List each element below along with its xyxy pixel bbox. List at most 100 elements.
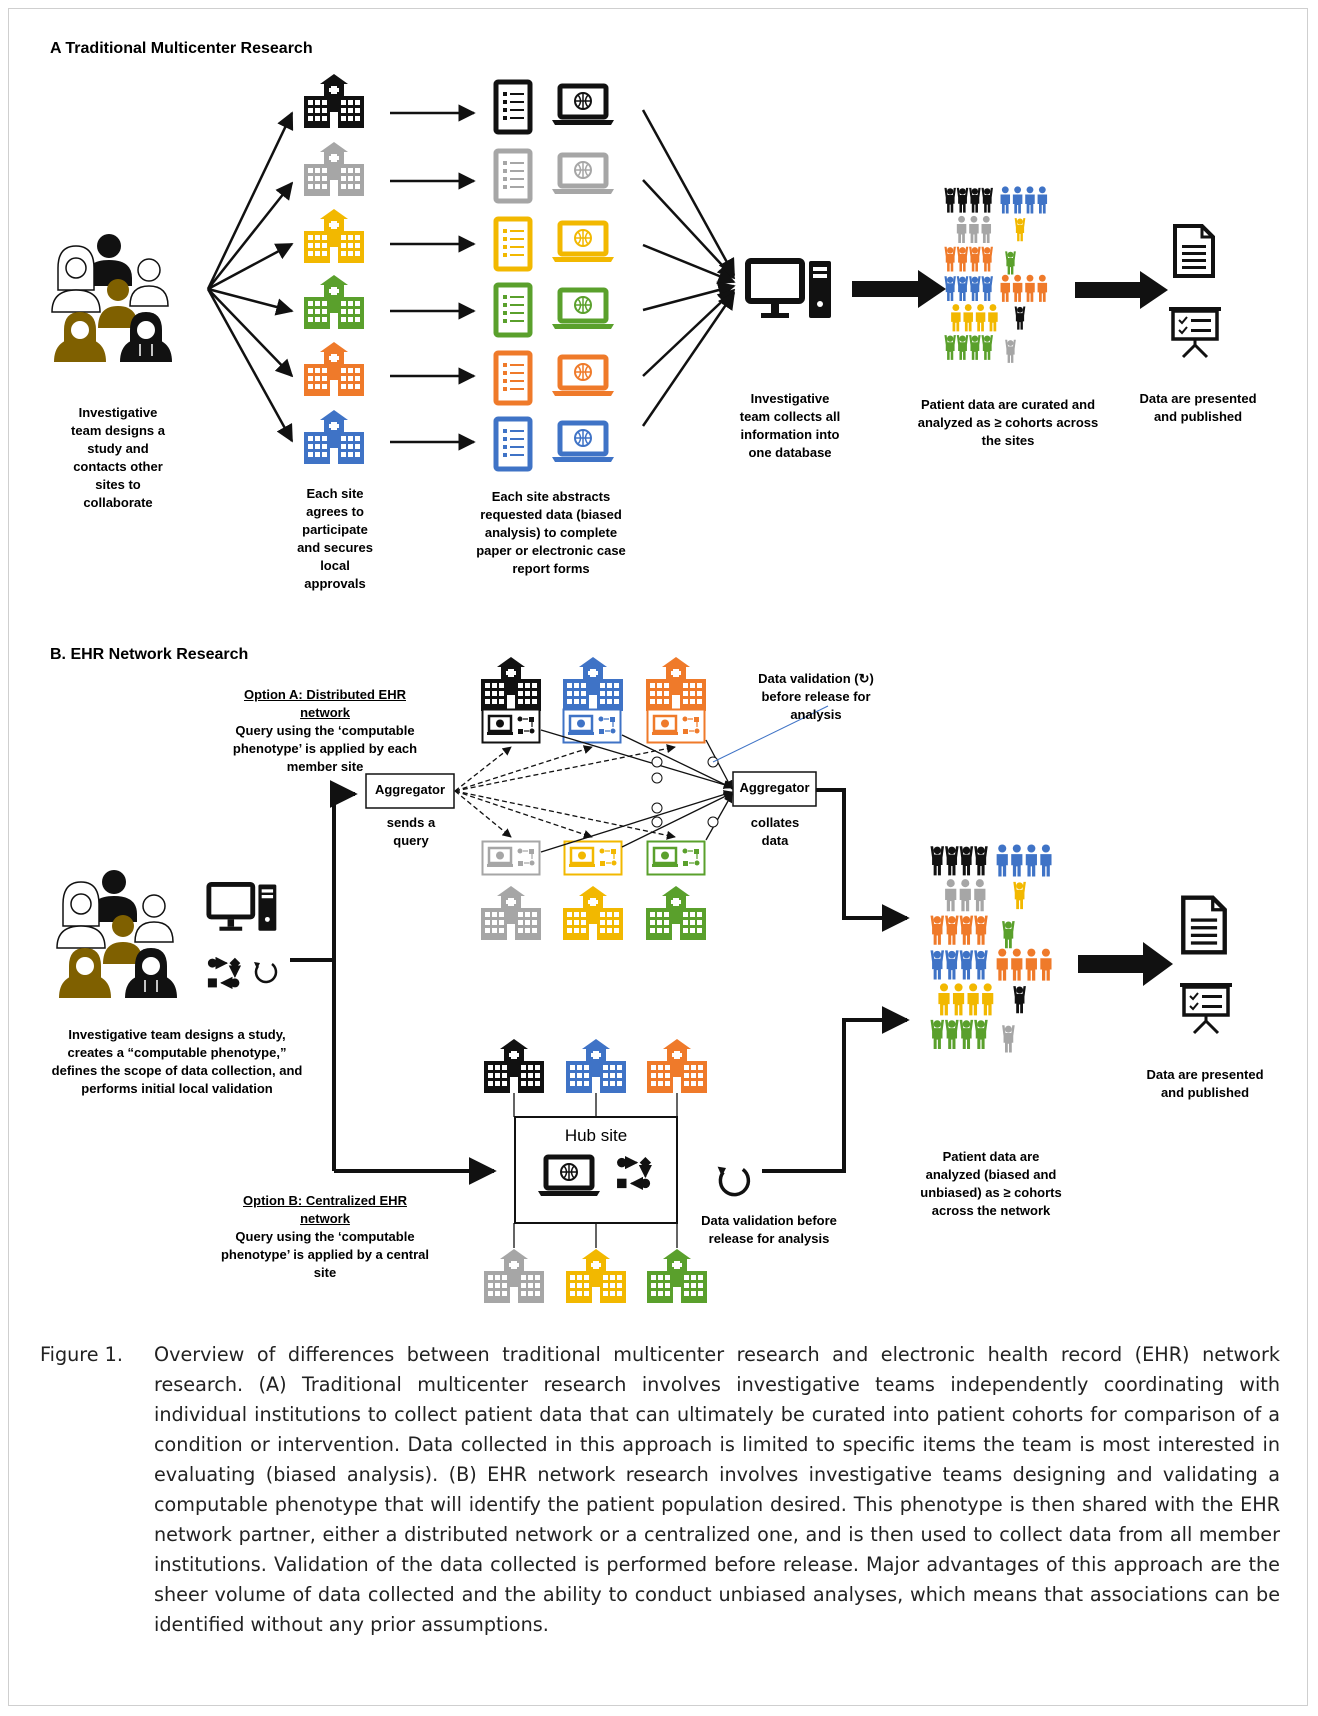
caption-body: Overview of differences between traditio…	[154, 1343, 1280, 1636]
option-b-title: Option B: Centralized EHR network	[243, 1193, 407, 1226]
child-icon	[1005, 339, 1016, 363]
thick-arrow-b	[1078, 942, 1173, 986]
aggregator-send-label: Aggregator	[374, 782, 446, 797]
person-icon	[1025, 844, 1037, 877]
person-icon	[930, 1019, 945, 1049]
person-icon	[959, 950, 974, 980]
person-icon	[951, 304, 961, 332]
laptop-icon	[552, 290, 614, 329]
person-icon	[963, 304, 973, 332]
person-icon	[974, 915, 988, 945]
site-query-icon	[481, 708, 541, 744]
site-query-icon	[481, 840, 541, 876]
aggregator-collate-box	[732, 771, 817, 807]
hospital-icon	[563, 886, 623, 940]
person-icon	[945, 1019, 959, 1049]
patient-cohorts-icon	[930, 844, 1052, 1053]
person-icon	[945, 846, 959, 876]
hospital-icon	[566, 1249, 626, 1303]
person-icon	[967, 983, 979, 1016]
investigative-team-icon	[56, 869, 178, 998]
hospital-icon	[646, 657, 706, 711]
person-icon	[974, 879, 986, 912]
laptop-icon	[552, 223, 614, 262]
case-report-forms	[496, 82, 614, 469]
person-icon	[1011, 844, 1023, 877]
thick-arrows-a	[852, 270, 1168, 309]
person-icon	[1025, 948, 1037, 981]
hospital-icon	[304, 275, 364, 329]
child-icon	[1002, 1025, 1015, 1053]
hospital-icon	[647, 1039, 707, 1093]
person-icon	[944, 187, 956, 213]
person-icon	[1037, 186, 1048, 214]
connector-lines-b	[290, 780, 910, 1185]
workflow-icon	[208, 958, 240, 988]
caption-head: Figure 1.	[40, 1343, 123, 1366]
refresh-icon	[252, 960, 278, 984]
person-icon	[1012, 274, 1023, 302]
person-icon	[1012, 186, 1023, 214]
person-icon	[981, 187, 993, 213]
case-report-form-icon	[496, 219, 530, 269]
publish-label-b: Data are presented and published	[1146, 1067, 1264, 1100]
person-icon	[969, 187, 981, 213]
person-icon	[959, 879, 971, 912]
site-agrees-label: Each site agrees to participate and secu…	[297, 486, 373, 591]
person-icon	[969, 335, 981, 360]
document-icon	[1175, 226, 1213, 276]
return-arrows	[540, 729, 733, 853]
person-icon	[996, 844, 1008, 877]
figure-caption: Figure 1. Overview of differences betwee…	[40, 1340, 1280, 1640]
hospital-icon	[563, 657, 623, 711]
person-icon	[959, 846, 974, 876]
person-icon	[981, 335, 993, 360]
person-icon	[969, 276, 981, 301]
section-a	[51, 74, 1223, 469]
laptop-icon	[538, 1157, 600, 1196]
hospital-icon	[647, 1249, 707, 1303]
child-icon	[1005, 251, 1016, 275]
person-icon	[956, 276, 969, 301]
curate-label: Patient data are curated and analyzed as…	[917, 397, 1099, 448]
person-icon	[944, 335, 956, 360]
site-arrows-a	[390, 104, 476, 451]
person-icon	[956, 246, 969, 272]
validation-pointer	[712, 705, 829, 763]
option-b-text: Query using the ‘computable phenotype’ i…	[220, 1229, 430, 1280]
figure-frame	[8, 8, 1308, 1706]
refresh-icon	[715, 1164, 751, 1197]
section-a-title: A Traditional Multicenter Research	[50, 40, 313, 57]
presentation-icon	[1178, 981, 1234, 1035]
hospital-icon	[304, 142, 364, 196]
person-icon	[1040, 844, 1052, 877]
hospital-icon	[566, 1039, 626, 1093]
person-icon	[1011, 948, 1023, 981]
site-query-icon	[646, 708, 706, 744]
analyze-label: Patient data are analyzed (biased and un…	[920, 1149, 1062, 1218]
person-icon	[974, 1019, 988, 1049]
person-icon	[945, 950, 959, 980]
person-icon	[930, 950, 945, 980]
baby-icon	[1014, 306, 1026, 330]
hub-site-label: Hub site	[564, 1126, 628, 1145]
site-query-icon	[646, 840, 706, 876]
case-report-form-icon	[496, 285, 530, 335]
person-icon	[1000, 186, 1011, 214]
validation-markers	[651, 756, 719, 828]
aggregator-send-box	[365, 773, 455, 809]
collates-data-label: collates data	[750, 815, 800, 848]
person-icon	[969, 246, 981, 272]
option-a-label: Option A: Distributed EHR network Query …	[218, 686, 432, 776]
site-abstracts-label: Each site abstracts requested data (bias…	[476, 489, 626, 576]
fan-arrows-a	[206, 111, 294, 443]
person-icon	[944, 246, 956, 272]
laptop-icon	[552, 357, 614, 396]
person-icon	[959, 915, 974, 945]
patient-cohorts-icon	[944, 186, 1048, 363]
document-icon	[1183, 898, 1224, 953]
site-query-icon	[563, 840, 623, 876]
person-icon	[981, 276, 993, 301]
converge-arrows-a	[641, 109, 736, 427]
